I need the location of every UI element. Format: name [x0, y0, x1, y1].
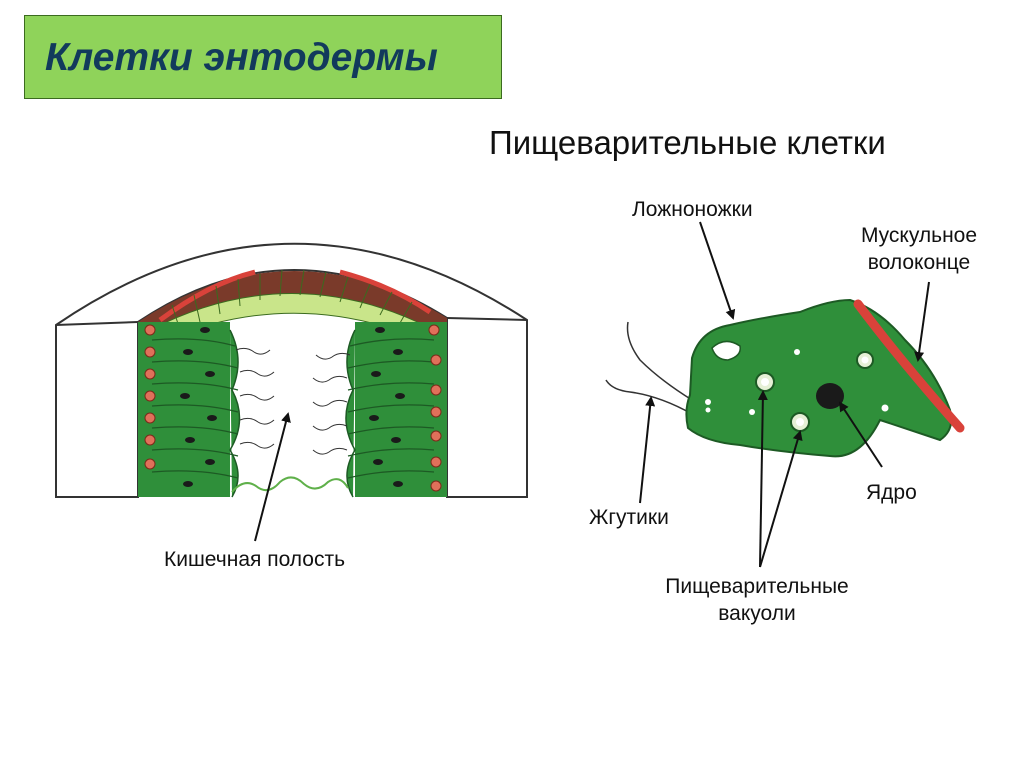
nucleus	[816, 383, 844, 409]
cavity-bottom-edge	[231, 476, 349, 493]
label-muscle-fiber: Мускульное волоконце	[845, 222, 993, 276]
label-intestinal-cavity: Кишечная полость	[164, 548, 346, 571]
label-pseudopods: Ложноножки	[632, 198, 753, 221]
label-nucleus: Ядро	[866, 481, 917, 504]
label-muscle-fiber-line1: Мускульное	[860, 224, 978, 247]
left-cell-column	[138, 322, 241, 498]
body-wall-section	[55, 242, 528, 542]
muscle-fiber	[853, 299, 965, 433]
digestive-cell	[605, 298, 965, 458]
label-muscle-fiber-line2: волоконце	[867, 251, 971, 274]
label-vacuoles-line1: Пищеварительные	[665, 575, 849, 598]
label-flagella: Жгутики	[589, 506, 669, 529]
label-vacuoles: Пищеварительные вакуоли	[636, 573, 878, 627]
vacuole-pointer-2	[759, 430, 803, 568]
cavity-flagella	[235, 347, 351, 455]
title-banner: Клетки энтодермы	[24, 15, 502, 99]
pseudopod-pointer	[699, 221, 736, 320]
muscle-fiber-left	[158, 269, 256, 323]
label-vacuoles-line2: вакуоли	[718, 602, 796, 625]
flagella-pointer	[639, 396, 656, 504]
vacuole-pointer-1	[757, 390, 768, 568]
flagellum-1	[626, 321, 693, 401]
cavity-pointer	[254, 412, 291, 542]
flagellum-2	[605, 379, 693, 415]
subtitle: Пищеварительные клетки	[489, 124, 886, 161]
pseudopod	[711, 340, 741, 361]
nucleus-pointer	[838, 401, 883, 468]
label-pointers	[639, 221, 930, 568]
muscle-pointer	[914, 281, 930, 362]
page-title: Клетки энтодермы	[45, 36, 438, 79]
right-cell-column	[345, 322, 447, 498]
muscle-fiber-right	[339, 269, 432, 315]
